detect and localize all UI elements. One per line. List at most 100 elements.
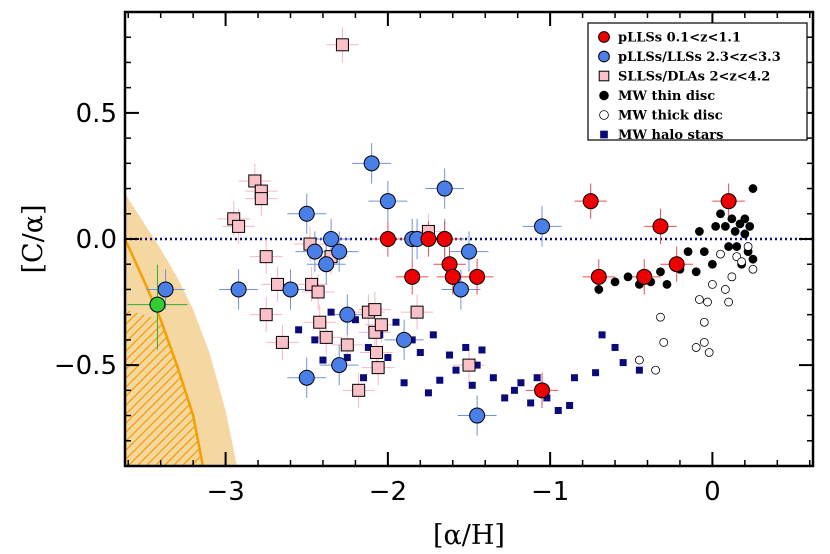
data-point-plls_low_z — [668, 256, 685, 273]
x-tick-label: −2 — [369, 477, 407, 507]
data-point-plls_high_z — [469, 407, 486, 424]
plot-area — [125, 27, 813, 466]
data-point-sllss — [259, 250, 273, 264]
data-point-mw_halo — [436, 376, 444, 384]
data-point-mw_thick — [748, 264, 758, 274]
data-point-mw_thin — [656, 267, 665, 277]
data-point-sllss — [368, 303, 382, 317]
data-point-mw_halo — [510, 386, 518, 394]
data-point-mw_thick — [743, 242, 753, 251]
data-point-plls_low_z — [469, 268, 486, 285]
x-axis-title: [α/H] — [433, 520, 505, 551]
data-point-sllss — [340, 338, 354, 352]
data-point-sllss — [370, 346, 384, 359]
data-point-mw_halo — [364, 343, 372, 351]
legend-label-sllss: SLLSs/DLAs 2<z<4.2 — [618, 70, 770, 85]
data-point-mw_halo — [424, 389, 432, 397]
data-point-mw_thin — [716, 209, 725, 219]
legend: pLLSs 0.1<z<1.1 pLLSs/LLSs 2.3<z<3.3SLLSs… — [587, 22, 808, 143]
data-point-mw_halo — [619, 359, 627, 367]
data-point-mw_halo — [592, 369, 600, 377]
data-point-mw_thin — [691, 267, 701, 277]
data-point-mw_halo — [351, 316, 359, 324]
data-point-mw_thin — [699, 247, 709, 257]
data-point-plls_high_z — [379, 193, 396, 210]
data-point-plls_high_z — [282, 281, 299, 298]
data-point-mw_thick — [727, 272, 737, 282]
model-hatch — [125, 309, 203, 466]
data-point-mw_halo — [517, 379, 525, 387]
data-point-plls_low_z — [590, 268, 607, 285]
data-point-plls_low_z — [404, 268, 421, 285]
data-point-mw_halo — [392, 318, 400, 326]
x-tick-label: −1 — [531, 477, 569, 507]
data-point-mw_halo — [446, 351, 454, 359]
data-point-sllss — [311, 285, 325, 299]
legend-label-plls_high_z: pLLSs/LLSs 2.3<z<3.3 — [618, 50, 781, 65]
y-tick-label: −0.5 — [54, 351, 117, 381]
data-point-plls_low_z — [652, 218, 669, 235]
data-point-mw_halo — [384, 354, 392, 362]
data-point-mw_thin — [594, 285, 604, 294]
data-point-mw_halo — [489, 374, 497, 382]
data-point-plls_high_z — [230, 281, 247, 298]
data-point-mw_thin — [683, 247, 693, 257]
legend-marker-plls_low_z — [598, 31, 610, 43]
data-point-sllss — [232, 219, 246, 233]
data-point-mw_thin — [610, 277, 620, 287]
legend-marker-plls_high_z — [598, 50, 610, 63]
data-point-mw_thick — [703, 297, 712, 307]
data-point-mw_thin — [748, 184, 758, 193]
data-point-mw_halo — [635, 366, 643, 374]
y-tick-label: 0.5 — [76, 99, 117, 129]
data-point-plls_high_z — [396, 331, 413, 348]
data-point-sllss — [371, 361, 385, 375]
data-point-mw_thin — [740, 229, 750, 239]
data-point-mw_thick — [699, 338, 709, 347]
data-point-mw_halo — [468, 381, 476, 389]
data-point-mw_halo — [327, 308, 335, 316]
data-point-mw_thin — [695, 227, 704, 236]
data-point-sllss — [462, 358, 476, 372]
data-point-mw_thin — [732, 242, 742, 251]
data-point-mw_halo — [566, 401, 574, 409]
data-point-mw_thin — [740, 214, 750, 224]
data-point-mw_thick — [716, 249, 725, 259]
data-point-sllss — [313, 315, 327, 329]
data-point-plls_low_z — [720, 193, 737, 210]
data-point-sllss — [259, 308, 273, 322]
data-point-mw_thick — [656, 312, 665, 322]
data-point-mw_halo — [533, 374, 541, 382]
data-point-plls_high_z — [306, 243, 323, 260]
data-point-mw_thick — [737, 257, 747, 267]
data-point-sllss — [319, 330, 333, 344]
data-point-plls_high_z — [331, 357, 348, 374]
data-point-plls_low_z — [379, 231, 396, 247]
data-point-plls_high_z — [461, 243, 477, 260]
data-point-mw_halo — [473, 361, 481, 369]
data-point-plls_high_z — [318, 256, 335, 273]
data-point-plls_low_z — [534, 382, 551, 399]
data-point-mw_halo — [527, 399, 535, 407]
data-point-mw_halo — [570, 374, 578, 382]
data-point-mw_thin — [748, 254, 758, 264]
data-point-mw_thin — [727, 214, 737, 224]
model-curve — [125, 238, 205, 466]
legend-label-plls_low_z: pLLSs 0.1<z<1.1 — [618, 31, 741, 46]
data-point-mw_thin — [724, 242, 734, 251]
data-point-mw_thin — [707, 259, 717, 269]
data-point-mw_halo — [400, 379, 408, 387]
data-point-mw_halo — [452, 366, 460, 374]
x-tick-label: −3 — [206, 477, 244, 507]
data-point-mw_halo — [501, 394, 509, 402]
data-point-mw_halo — [360, 374, 368, 382]
data-point-mw_thin — [720, 221, 730, 231]
data-point-plls_low_z — [444, 268, 461, 285]
data-point-sllss — [410, 305, 424, 319]
data-point-mw_thick — [695, 295, 704, 304]
data-point-mw_thin — [711, 221, 721, 231]
data-point-mw_thin — [662, 279, 672, 289]
data-point-mw_thin — [623, 272, 633, 282]
legend-label-mw_halo: MW halo stars — [618, 128, 723, 143]
